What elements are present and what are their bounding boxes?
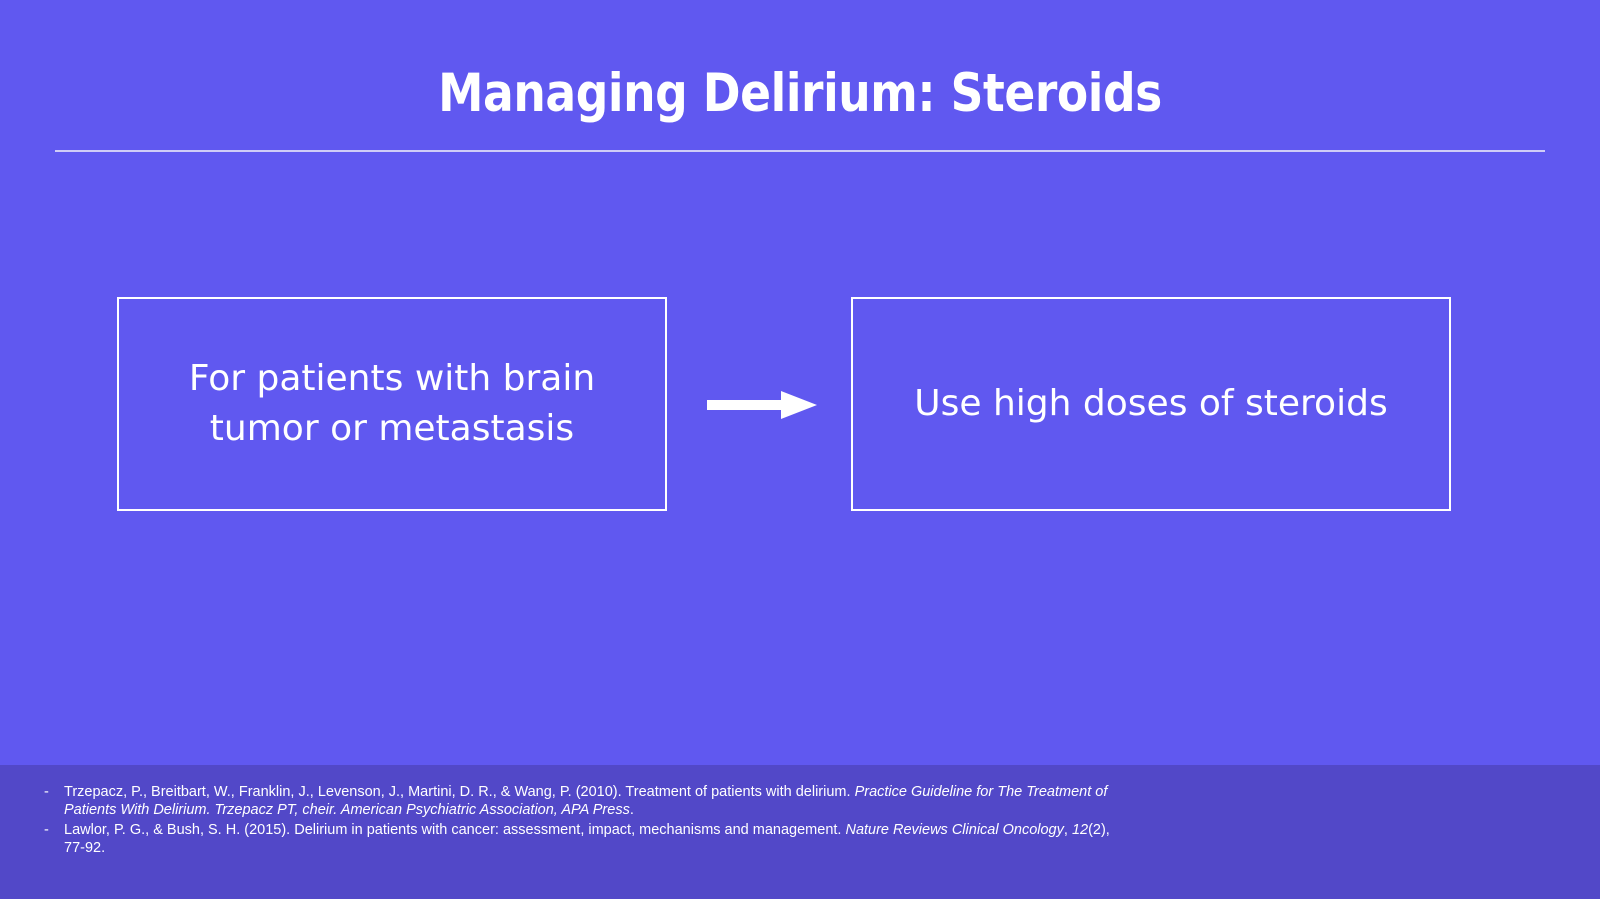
reference-marker: - [44, 821, 49, 838]
reference-text: Lawlor, P. G., & Bush, S. H. (2015). Del… [64, 821, 1110, 857]
reference-text: Trzepacz, P., Breitbart, W., Franklin, J… [64, 784, 1108, 819]
list-item: - Trzepacz, P., Breitbart, W., Franklin,… [44, 783, 1124, 820]
page-title: Managing Delirium: Steroids [438, 63, 1162, 124]
flow-box-condition-line2: tumor or metastasis [209, 408, 575, 449]
footer-band: - Trzepacz, P., Breitbart, W., Franklin,… [0, 765, 1600, 899]
flow-box-condition-text: For patients with brain tumor or metasta… [189, 354, 595, 453]
flow-box-condition: For patients with brain tumor or metasta… [117, 297, 667, 511]
reference-list: - Trzepacz, P., Breitbart, W., Franklin,… [44, 783, 1124, 859]
right-arrow-icon [707, 389, 817, 421]
flow-box-condition-line1: For patients with brain [188, 358, 596, 400]
flow-box-action-text: Use high doses of steroids [914, 383, 1388, 425]
flow-box-action: Use high doses of steroids [851, 297, 1451, 511]
reference-marker: - [44, 784, 49, 800]
flow-diagram: For patients with brain tumor or metasta… [0, 297, 1600, 512]
list-item: - Lawlor, P. G., & Bush, S. H. (2015). D… [44, 821, 1124, 858]
title-divider [55, 150, 1545, 152]
